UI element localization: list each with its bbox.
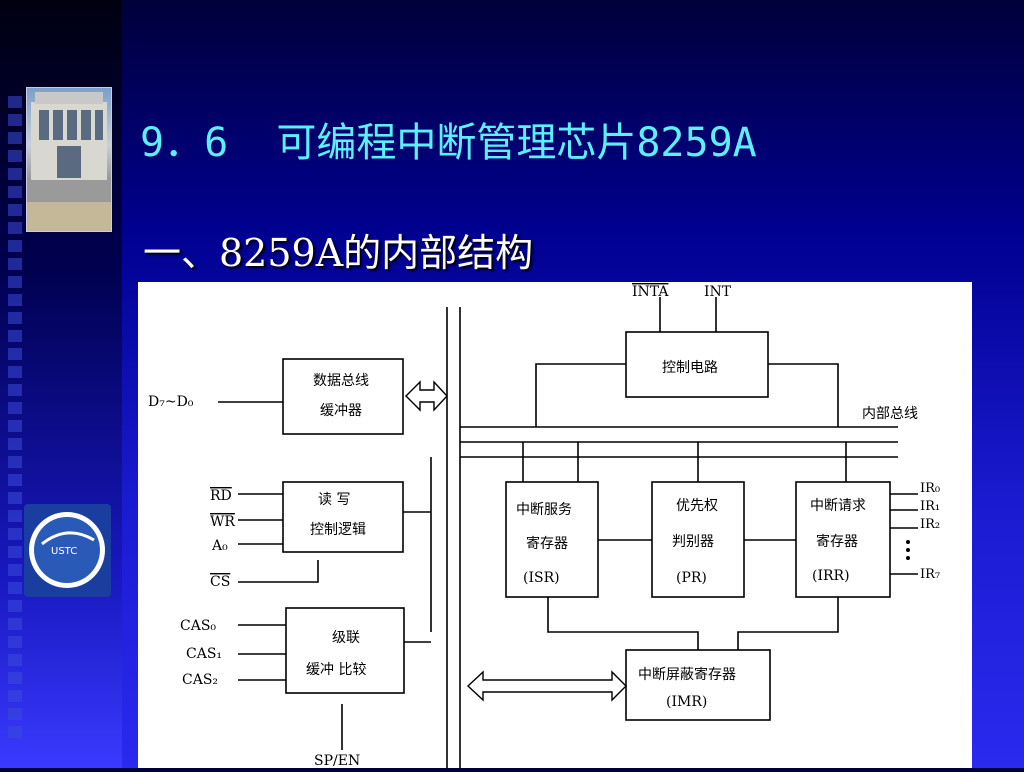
sp-en-label: SP/EN [314,753,360,768]
cas1-label: CAS₁ [186,646,222,662]
inta-label: INTA [632,284,669,300]
control-label: 控制电路 [662,360,718,376]
slide-subtitle: 一、8259A的内部结构 [143,231,534,275]
sidebar-square [8,114,22,126]
cas2-label: CAS₂ [182,672,218,688]
sidebar-square [8,366,22,378]
pr-label-1: 优先权 [676,498,718,514]
ir2-label: IR₂ [920,517,940,532]
internal-bus-label: 内部总线 [862,406,918,422]
cascade-block [285,607,405,694]
wr-label: WR [210,514,235,530]
rw-logic-block [282,481,404,553]
sidebar-square [8,384,22,396]
data-bus-buffer-label-1: 数据总线 [313,373,369,389]
building-photo-icon [27,92,111,231]
imr-label-1: 中断屏蔽寄存器 [638,666,736,683]
rw-logic-label-2: 控制逻辑 [310,522,366,538]
sidebar-square [8,240,22,252]
isr-label-1: 中断服务 [516,502,572,518]
irr-label-2: 寄存器 [816,533,858,550]
sidebar-square [8,330,22,342]
data-pins-label: D₇~D₀ [148,394,194,410]
slide-title: 9．6 可编程中断管理芯片8259A [140,120,757,166]
a0-label: A₀ [211,538,228,554]
ir1-label: IR₁ [920,499,940,514]
sidebar-square [8,618,22,630]
sidebar-square [8,150,22,162]
sidebar-square [8,456,22,468]
sidebar-square [8,528,22,540]
rw-logic-label-1: 读 写 [318,491,350,508]
campus-photo [26,87,112,232]
isr-label-3: (ISR) [523,570,560,586]
sidebar-square [8,708,22,720]
sidebar-square [8,348,22,360]
rd-label: RD [210,488,232,504]
pr-label-2: 判别器 [672,534,714,550]
sidebar-square [8,168,22,180]
sidebar-square [8,546,22,558]
sidebar-square [8,690,22,702]
sidebar-square [8,276,22,288]
sidebar-square [8,132,22,144]
sidebar-square [8,726,22,738]
sidebar-square [8,672,22,684]
sidebar-square [8,222,22,234]
data-bus-buffer-block [282,358,404,435]
logo-text: USTC [51,546,77,557]
sidebar-square [8,258,22,270]
sidebar-square [8,186,22,198]
sidebar-square [8,492,22,504]
sidebar-square [8,564,22,576]
imr-label-2: (IMR) [666,694,707,710]
block-diagram: 数据总线 缓冲器 读 写 控制逻辑 级联 缓冲 比较 控制电路 中断服务 寄存器… [138,282,972,769]
sidebar-square [8,312,22,324]
sidebar-square [8,654,22,666]
cas0-label: CAS₀ [180,618,216,634]
isr-label-2: 寄存器 [526,535,568,552]
data-bus-buffer-label-2: 缓冲器 [320,403,362,419]
ir0-label: IR₀ [920,481,940,496]
cascade-label-2: 缓冲 比较 [306,662,366,678]
pr-label-3: (PR) [676,570,707,586]
int-label: INT [704,284,732,300]
sidebar-square [8,582,22,594]
sidebar-square [8,294,22,306]
sidebar-square [8,402,22,414]
ustc-logo: USTC [24,504,111,597]
sidebar-square [8,510,22,522]
cs-label: CS [210,574,230,590]
irr-label-3: (IRR) [812,568,850,584]
sidebar-square [8,474,22,486]
cascade-label-1: 级联 [332,630,360,646]
sidebar-square [8,636,22,648]
ir7-label: IR₇ [920,567,940,582]
sidebar-square [8,204,22,216]
sidebar-square [8,438,22,450]
sidebar-square [8,420,22,432]
irr-label-1: 中断请求 [810,498,866,514]
sidebar-square [8,96,22,108]
sidebar-square [8,600,22,612]
